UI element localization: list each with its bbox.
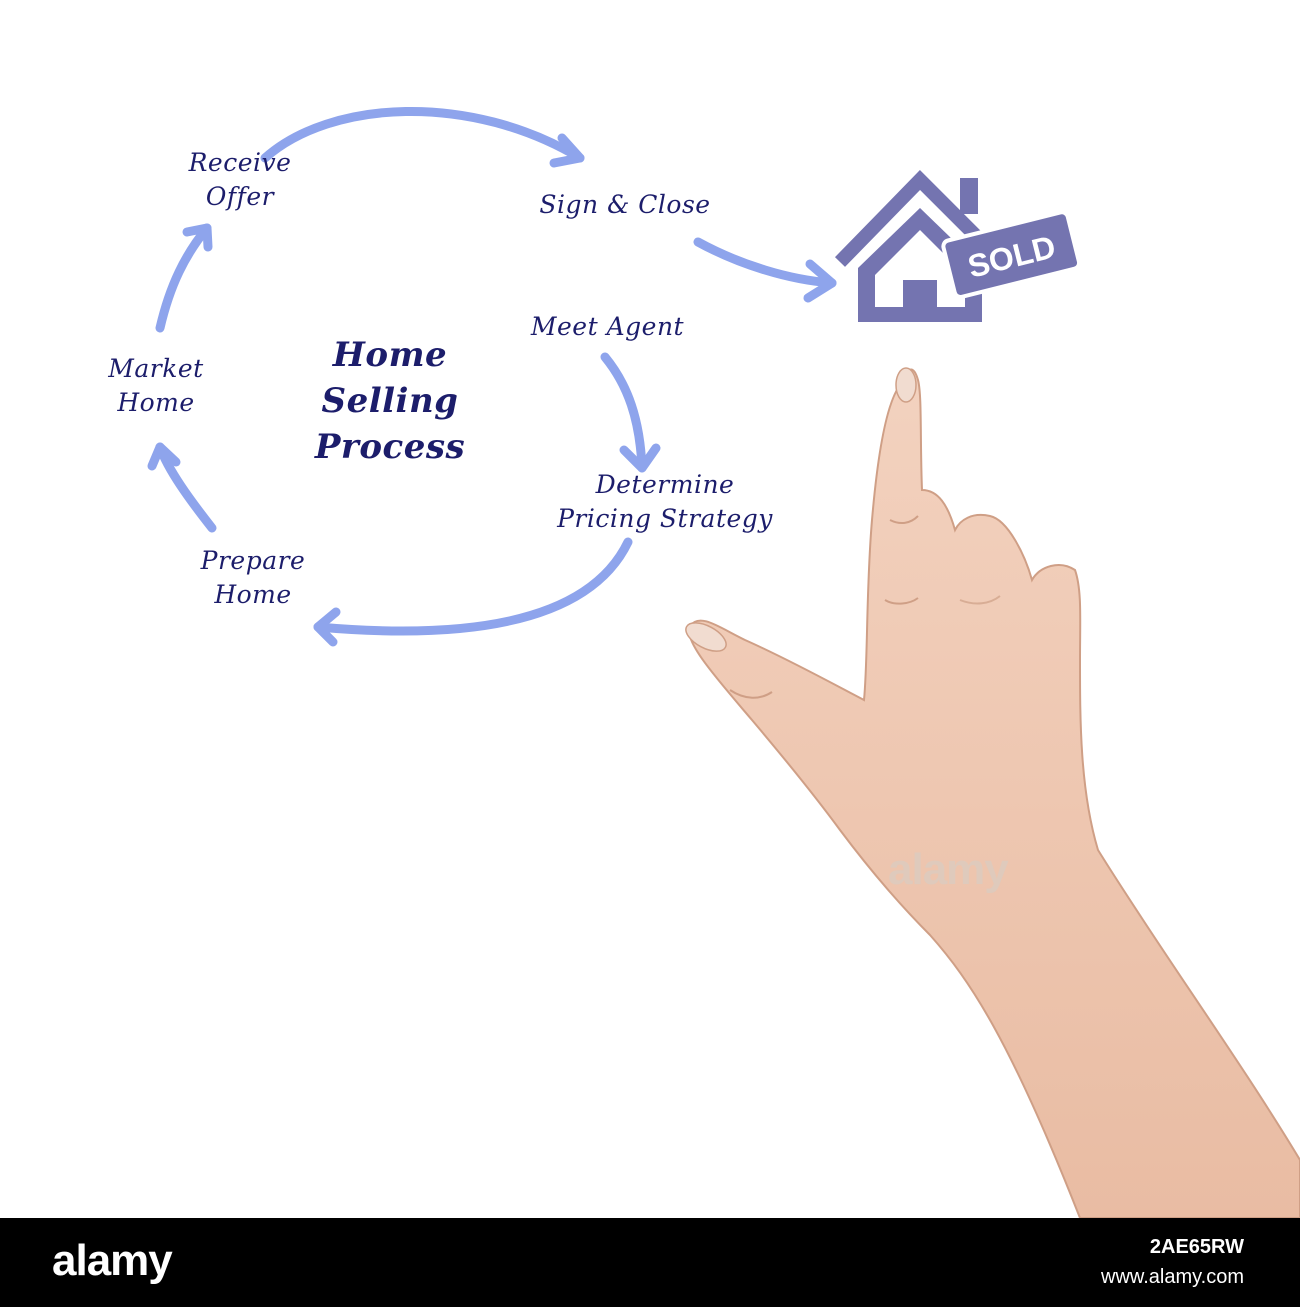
step-line: Offer bbox=[205, 182, 275, 211]
watermark: alamy bbox=[888, 845, 1009, 894]
footer-image-id: 2AE65RW bbox=[1149, 1236, 1244, 1258]
arrow-receive-to-sign-head bbox=[549, 133, 585, 168]
arrow-prepare-to-market-head bbox=[147, 442, 181, 471]
step-determine-pricing: Determine Pricing Strategy bbox=[510, 468, 820, 536]
arrow-sign-to-house bbox=[693, 237, 837, 288]
footer-bar: alamy 2AE65RW www.alamy.com bbox=[0, 1218, 1300, 1307]
arrow-pricing-to-prepare-head bbox=[313, 607, 341, 647]
arrow-receive-to-sign bbox=[260, 106, 585, 163]
arrow-sign-to-house-head bbox=[803, 259, 837, 303]
arrow-meet-to-pricing bbox=[600, 352, 647, 473]
step-line: Market bbox=[108, 354, 204, 383]
step-sign-close: Sign & Close bbox=[539, 190, 711, 219]
step-market-home: Market Home bbox=[76, 352, 236, 420]
title-line: Home bbox=[332, 335, 448, 375]
cycle-arrows bbox=[147, 106, 837, 647]
step-line: Receive bbox=[188, 148, 292, 177]
step-line: Home bbox=[214, 580, 292, 609]
title-line: Process bbox=[314, 427, 466, 467]
step-prepare-home: Prepare Home bbox=[168, 544, 338, 612]
step-receive-offer: Receive Offer bbox=[160, 146, 320, 214]
pointing-hand-image bbox=[685, 367, 1300, 1218]
footer-logo[interactable]: alamy bbox=[52, 1236, 173, 1285]
step-line: Determine bbox=[595, 470, 735, 499]
sold-house-icon: SOLD bbox=[834, 170, 1082, 322]
arrow-market-to-receive-head bbox=[182, 223, 213, 252]
footer-site-link[interactable]: www.alamy.com bbox=[1101, 1266, 1244, 1288]
step-meet-agent: Meet Agent bbox=[530, 312, 685, 341]
step-line: Home bbox=[117, 388, 195, 417]
arrow-market-to-receive bbox=[155, 223, 212, 333]
step-line: Prepare bbox=[200, 546, 306, 575]
arrow-pricing-to-prepare bbox=[313, 537, 633, 636]
diagram-graphics: SOLD bbox=[147, 106, 1300, 1218]
title-line: Selling bbox=[321, 381, 459, 421]
diagram-title: Home Selling Process bbox=[290, 332, 490, 470]
step-line: Pricing Strategy bbox=[557, 504, 773, 533]
arrow-meet-to-pricing-head bbox=[619, 443, 661, 473]
